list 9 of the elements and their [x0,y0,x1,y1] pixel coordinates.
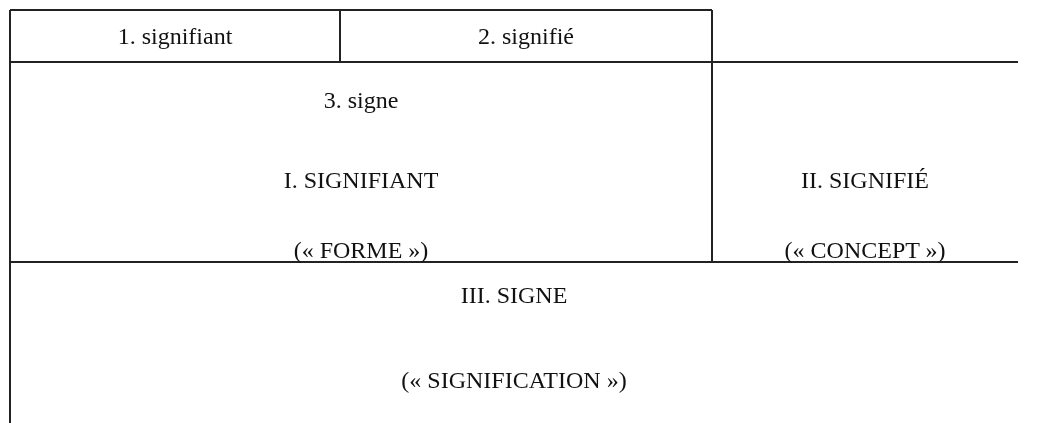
table-text: 1. signifiant [117,22,233,50]
table-text: (« SIGNIFICATION ») [401,366,627,394]
table-text: (« CONCEPT ») [784,236,946,264]
table-text: II. SIGNIFIÉ [801,166,929,194]
table-text: III. SIGNE [460,281,568,309]
table-text: I. SIGNIFIANT [283,166,439,194]
table-text: (« FORME ») [293,236,429,264]
table-text: 2. signifié [478,22,574,50]
table-text: 3. signe [323,86,399,114]
